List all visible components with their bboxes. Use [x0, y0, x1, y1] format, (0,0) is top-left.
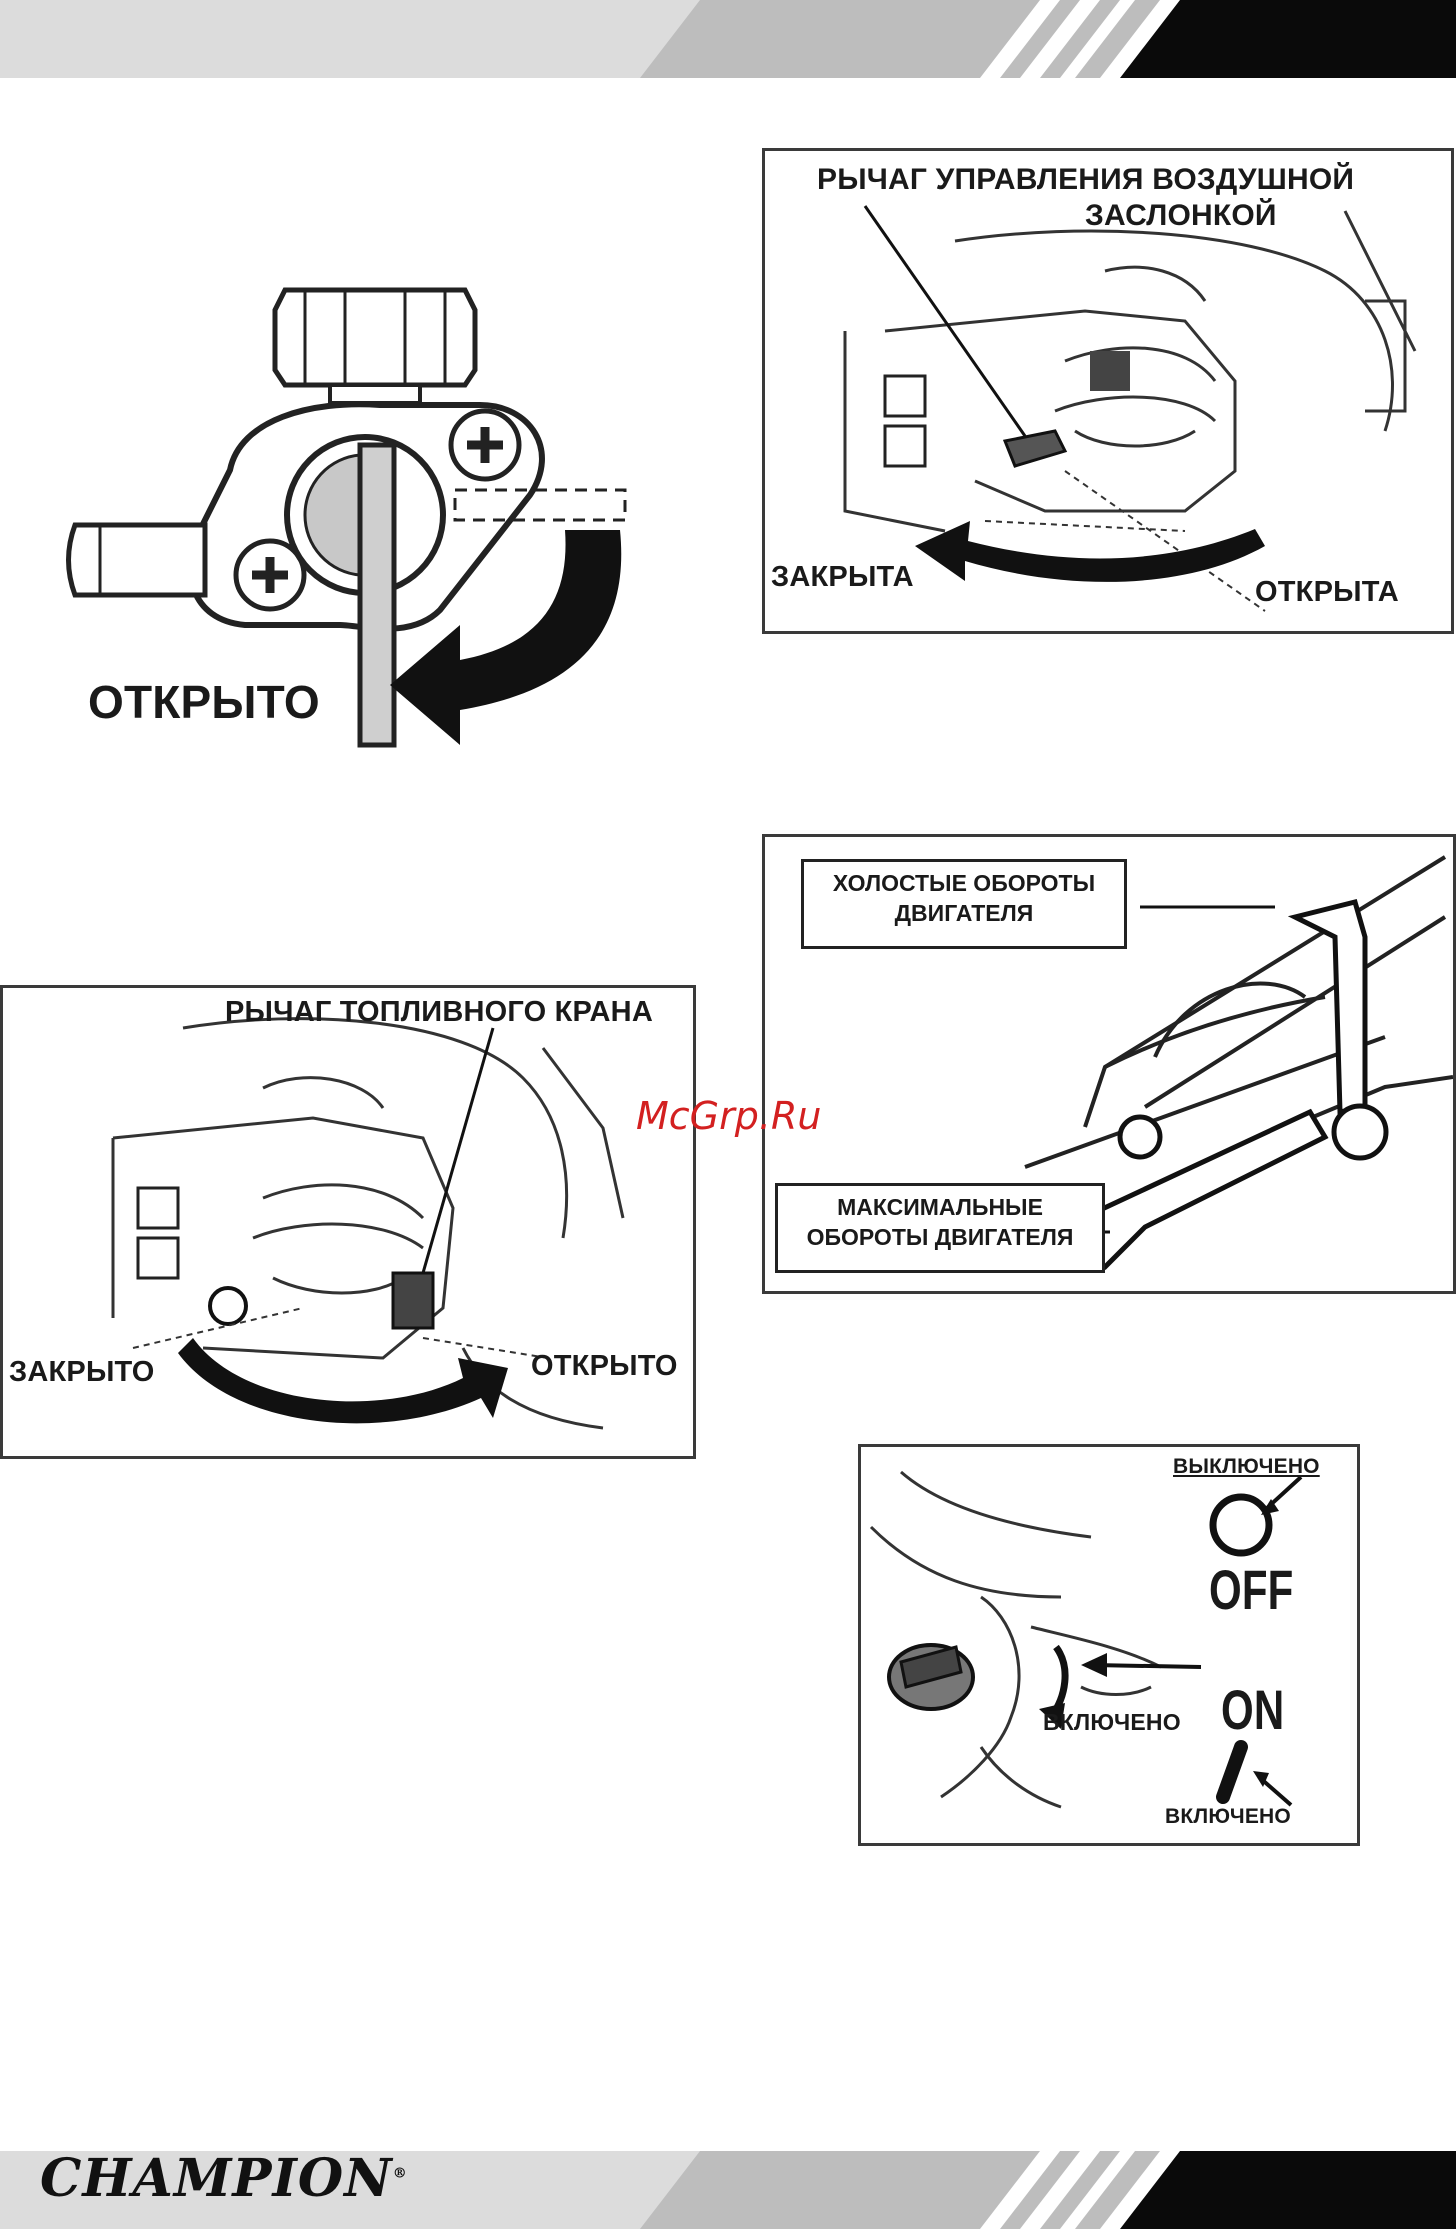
fuel-lever-open-label: ОТКРЫТО: [531, 1350, 678, 1383]
watermark: McGrp.Ru: [636, 1094, 821, 1138]
fuel-lever-figure: РЫЧАГ ТОПЛИВНОГО КРАНА ЗАКРЫТО ОТКРЫТО: [0, 985, 696, 1459]
footer-band: CHAMPION®: [0, 2151, 1456, 2229]
choke-title-line1: РЫЧАГ УПРАВЛЕНИЯ ВОЗДУШНОЙ: [817, 163, 1354, 197]
champion-logo-text: CHAMPION: [40, 2148, 393, 2209]
header-band: [0, 0, 1456, 78]
idle-speed-line1: ХОЛОСТЫЕ ОБОРОТЫ: [804, 868, 1124, 898]
choke-title-line2: ЗАСЛОНКОЙ: [1085, 199, 1277, 233]
idle-speed-label: ХОЛОСТЫЕ ОБОРОТЫ ДВИГАТЕЛЯ: [801, 859, 1127, 949]
engine-switch-figure: ВЫКЛЮЧЕНО OFF ON ВКЛЮЧЕНО ВКЛЮЧЕНО: [858, 1444, 1360, 1846]
registered-mark: ®: [393, 2166, 408, 2182]
choke-lever-figure: РЫЧАГ УПРАВЛЕНИЯ ВОЗДУШНОЙ ЗАСЛОНКОЙ ЗАК…: [762, 148, 1454, 634]
throttle-figure: ХОЛОСТЫЕ ОБОРОТЫ ДВИГАТЕЛЯ МАКСИМАЛЬНЫЕ …: [762, 834, 1456, 1294]
fuel-lever-title: РЫЧАГ ТОПЛИВНОГО КРАНА: [225, 996, 653, 1029]
max-speed-line1: МАКСИМАЛЬНЫЕ: [778, 1192, 1102, 1222]
max-speed-label: МАКСИМАЛЬНЫЕ ОБОРОТЫ ДВИГАТЕЛЯ: [775, 1183, 1105, 1273]
open-label: ОТКРЫТО: [88, 675, 320, 729]
off-word: OFF: [1209, 1557, 1293, 1622]
choke-closed-label: ЗАКРЫТА: [771, 561, 914, 594]
idle-speed-line2: ДВИГАТЕЛЯ: [804, 898, 1124, 928]
off-label-top: ВЫКЛЮЧЕНО: [1173, 1455, 1320, 1479]
on-word: ON: [1221, 1677, 1284, 1742]
champion-logo: CHAMPION®: [40, 2148, 408, 2209]
choke-open-label: ОТКРЫТА: [1255, 576, 1399, 609]
fuel-valve-illustration: ОТКРЫТО: [60, 280, 660, 770]
fuel-lever-closed-label: ЗАКРЫТО: [9, 1356, 155, 1389]
on-label-bottom: ВКЛЮЧЕНО: [1165, 1805, 1291, 1829]
on-label-mid: ВКЛЮЧЕНО: [1043, 1709, 1181, 1736]
max-speed-line2: ОБОРОТЫ ДВИГАТЕЛЯ: [778, 1222, 1102, 1252]
